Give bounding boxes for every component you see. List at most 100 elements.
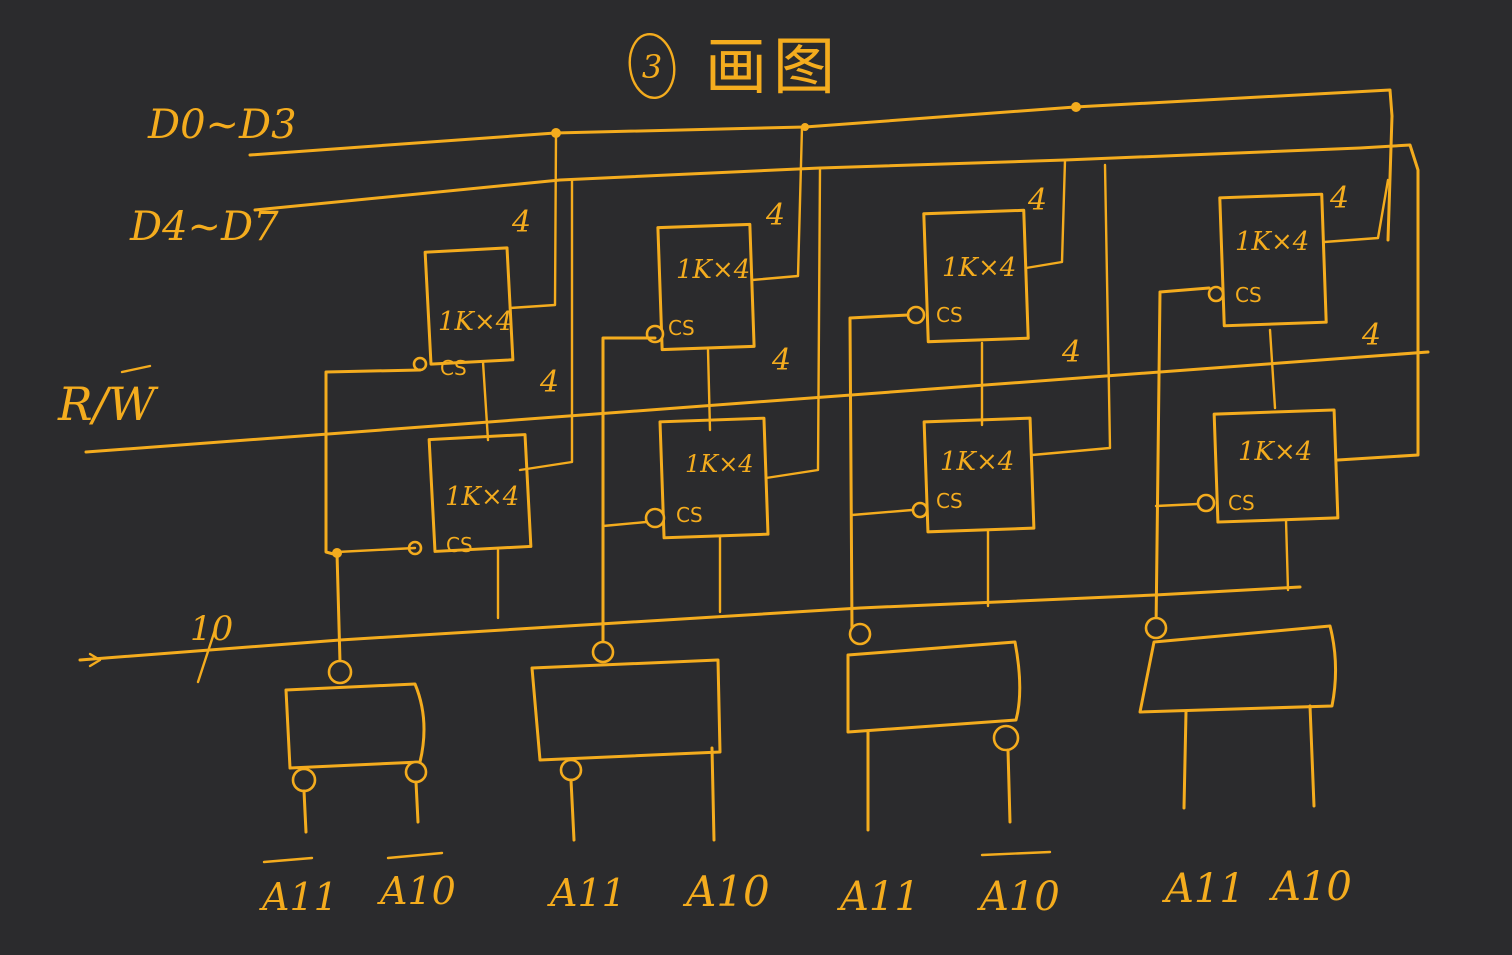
decoder-output-wire: [335, 551, 342, 664]
chip-label: 1K×4: [685, 450, 754, 478]
chip-data-wire: [764, 166, 822, 480]
rw-line: [84, 350, 1430, 454]
cs-inverter-bubble: [644, 507, 666, 529]
chip-addr-wire: [1284, 518, 1290, 592]
cs-select-wire: [848, 313, 910, 632]
decoder-input-wire: [569, 778, 576, 842]
chip-cs-label: CS: [1235, 283, 1262, 307]
decoder-3-input-a: A11: [836, 874, 920, 920]
decoder-output-bubble: [591, 640, 615, 664]
chip-data-wire: [1024, 158, 1067, 270]
decoder-2: [530, 640, 722, 842]
bus-width-mark: 4: [511, 205, 531, 240]
decoder-input-labels: A11 A10 A11 A10 A11 A10 A11 A10: [259, 850, 1352, 920]
overbar: [386, 851, 444, 860]
cs-select-wire: [601, 336, 657, 654]
bus-width-mark: 4: [1027, 183, 1047, 218]
bus-width-mark: 4: [771, 343, 791, 378]
d-high-bus-label: D4~D7: [129, 204, 279, 250]
decoder-input-wire: [302, 789, 308, 834]
rw-label: R/W: [57, 377, 159, 431]
chip-rw-wire: [706, 348, 712, 432]
memory-chip: [658, 416, 770, 540]
cs-select-wire: [601, 520, 648, 528]
bus-width-mark: 4: [1061, 335, 1081, 370]
bus-width-mark: 4: [539, 365, 559, 400]
decoder-4-input-a: A11: [1161, 866, 1245, 912]
chip-cs-label: CS: [936, 489, 963, 513]
title: 3 画图: [628, 30, 841, 103]
cs-select-wire: [1154, 502, 1200, 508]
overbar: [262, 856, 314, 864]
cs-select-wire: [1154, 286, 1211, 632]
memory-chip: [1218, 192, 1328, 328]
decoder-2-input-a: A11: [547, 871, 626, 915]
chip-cs-label: CS: [936, 303, 963, 327]
chip-data-wire: [750, 125, 804, 282]
cs-select-wire: [324, 368, 422, 557]
rw-overbar: [120, 364, 152, 374]
decoder-input-wire: [1182, 710, 1188, 810]
chip-data-wire: [518, 178, 574, 472]
decoder-4-input-b: A10: [1268, 864, 1352, 910]
junction-dot: [1071, 102, 1081, 112]
column-1: 1K×4 CS 1K×4 CS 4 4: [324, 131, 574, 664]
chip-data-wire: [1030, 163, 1112, 457]
chip-cs-label: CS: [668, 316, 695, 340]
chip-label: 1K×4: [1235, 227, 1309, 257]
d-low-bus-label: D0~D3: [147, 102, 297, 148]
chip-cs-label: CS: [676, 503, 703, 527]
chip-rw-wire: [481, 360, 490, 442]
chip-label: 1K×4: [942, 253, 1016, 283]
decoder-gate-body: [284, 682, 426, 770]
decoder-1-input-a: A11: [259, 875, 338, 919]
bus-width-mark: 4: [765, 198, 785, 233]
chip-label: 1K×4: [940, 447, 1014, 477]
decoder-gate-body: [846, 640, 1022, 734]
cs-inverter-bubble: [911, 501, 929, 519]
cs-select-wire: [335, 546, 417, 554]
column-3: 1K×4 CS 1K×4 CS 4 4: [848, 158, 1112, 632]
decoder-1-input-b: A10: [377, 869, 456, 913]
chip-label: 1K×4: [676, 255, 750, 285]
decoder-gate-body: [530, 658, 722, 762]
chip-data-wire: [508, 131, 558, 310]
cs-inverter-bubble: [1207, 285, 1225, 303]
title-number: 3: [642, 48, 662, 86]
chip-label: 1K×4: [1238, 437, 1312, 467]
memory-chip: [423, 246, 515, 366]
chip-data-wire: [1322, 178, 1390, 244]
decoder-1: [284, 659, 428, 834]
decoder-3: [846, 622, 1022, 832]
chip-cs-label: CS: [446, 533, 473, 557]
memory-chip: [922, 208, 1030, 344]
decoder-output-bubble: [327, 659, 353, 685]
chip-rw-wire: [1268, 328, 1277, 410]
memory-chip: [922, 416, 1036, 534]
chip-cs-label: CS: [440, 356, 467, 380]
decoder-input-wire: [710, 746, 716, 842]
cs-inverter-bubble: [412, 356, 428, 372]
title-text: 画图: [705, 30, 841, 103]
address-bus: [78, 585, 1302, 662]
chip-cs-label: CS: [1228, 491, 1255, 515]
memory-chip: [427, 433, 533, 553]
d-high-bus: [253, 143, 1420, 462]
column-4: 1K×4 CS 1K×4 CS 4 4: [1154, 178, 1390, 632]
memory-chip: [1212, 408, 1340, 524]
cs-inverter-bubble: [645, 324, 665, 344]
decoder-input-bubble: [404, 760, 428, 784]
bus-width-mark: 4: [1329, 181, 1349, 216]
decoder-input-bubble: [559, 758, 583, 782]
address-bus-slash: [196, 628, 217, 684]
chip-label: 1K×4: [445, 482, 519, 512]
decoder-2-input-b: A10: [682, 867, 770, 916]
title-number-circle: [628, 32, 676, 100]
chip-label: 1K×4: [438, 307, 512, 337]
column-2: 1K×4 CS 1K×4 CS 4 4: [601, 125, 822, 654]
bus-width-mark: 4: [1361, 318, 1381, 353]
overbar: [980, 850, 1052, 857]
decoder-input-bubble: [291, 767, 317, 793]
